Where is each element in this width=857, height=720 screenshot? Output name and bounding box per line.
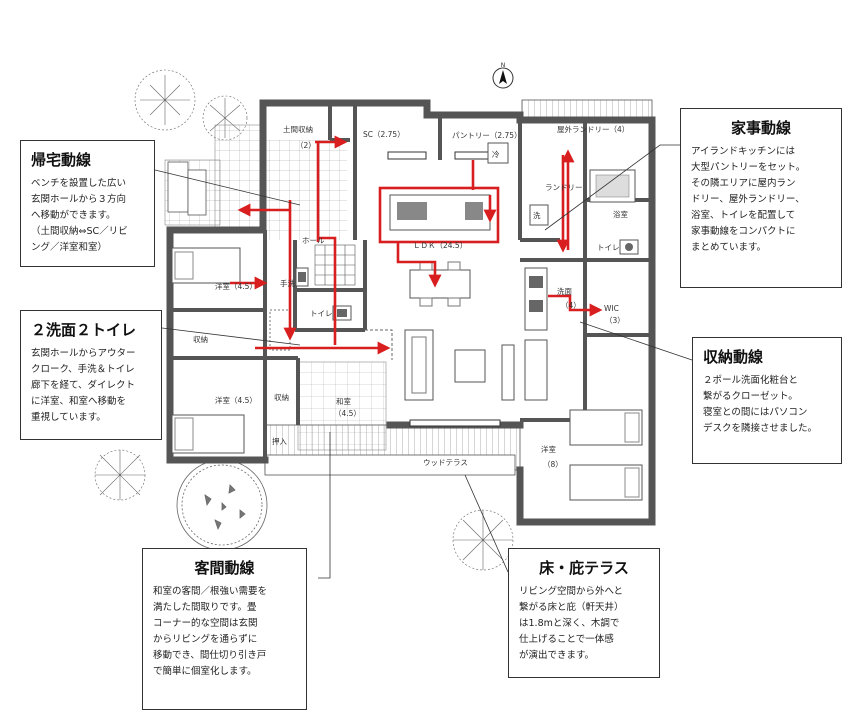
fridge [487, 142, 509, 164]
room-label-toilet-left: トイレ [310, 309, 333, 318]
callout-yuka-title: 床・庇テラス [539, 559, 629, 577]
room-label-doma: 土間収納 [283, 124, 313, 134]
north-arrow-icon: N [492, 62, 514, 89]
kitchen-flow-loop [378, 186, 500, 244]
tree-icon [94, 449, 146, 501]
tree-icon [452, 509, 514, 571]
beds [171, 247, 643, 501]
room-label-senmen-num: （4） [561, 301, 581, 310]
callout-kitaku-title: 帰宅動線 [31, 151, 92, 169]
room-label-rei: 冷 [492, 149, 500, 159]
tv-board [501, 344, 515, 401]
dining-table [409, 261, 471, 307]
callout-senmen-title: ２洗面２トイレ [31, 321, 137, 339]
tree-icon [176, 459, 268, 551]
room-label-shuno-2: 収納 [274, 392, 289, 402]
room-label-senmen: 洗面 [557, 286, 572, 296]
entrance-approach [164, 124, 264, 231]
flow-arrows [230, 135, 603, 355]
room-label-laundry-out: 屋外ランドリー（4） [557, 124, 629, 134]
room-label-ldk: ＬＤＫ（24.5） [413, 241, 467, 250]
washer [529, 204, 549, 226]
room-label-bath: 浴室 [613, 209, 628, 219]
callout-kitaku: 帰宅動線 ベンチを設置した広い 玄関ホールから３方向 へ移動ができます。 （土間… [20, 140, 155, 267]
desk [524, 339, 548, 401]
room-label-oshiire: 押入 [272, 436, 287, 446]
north-label: N [501, 62, 506, 69]
coffee-table [454, 349, 486, 383]
hand-wash-sink [295, 267, 309, 287]
callout-kyakuma: 客間動線 和室の客間／根強い需要を 満たした間取りです。畳 コーナー的な空間は玄… [142, 548, 307, 710]
hall-bench [269, 309, 291, 351]
sofa [404, 329, 434, 401]
toilet-fixture [619, 239, 639, 255]
room-label-laundry-in: ランドリー [545, 183, 583, 192]
genkan-floor [265, 140, 347, 240]
room-label-yoshitsu-big: 洋室 [541, 444, 556, 454]
callout-shuno-title: 収納動線 [703, 348, 764, 366]
tree-icon [134, 69, 196, 131]
windows [387, 151, 501, 427]
room-label-tesen: 手洗 [280, 278, 295, 288]
room-label-shuno-1: 収納 [193, 334, 208, 344]
callout-kyakuma-title: 客間動線 [194, 559, 255, 577]
callout-senmen-body: 玄関ホールからアウター クローク、手洗＆トイレ 廊下を経て、ダイレクト に洋室、… [31, 348, 136, 423]
room-labels: 土間収納 （2） SC（2.75） パントリー（2.75） 冷 屋外ランドリー（… [193, 124, 629, 469]
toilet-fixture [332, 305, 352, 321]
room-label-yoshitsu-2: 洋室（4.5） [215, 395, 257, 405]
callout-yuka-body: リビング空間から外へと 繋がる床と庇（軒天井） は1.8mと深く、木調で 仕上げ… [519, 586, 624, 661]
callout-kyakuma-body: 和室の客間／根強い需要を 満たした間取りです。畳 コーナー的な空間は玄関 からリ… [153, 586, 268, 677]
callout-shuno-body: ２ポール洗面化粧台と 繋がるクローゼット。 寝室との間にはパソコン デスクを隣接… [703, 375, 818, 434]
room-label-washitsu: 和室 [336, 396, 351, 406]
callout-kitaku-body: ベンチを設置した広い 玄関ホールから３方向 へ移動ができます。 （土間収納⇔SC… [31, 178, 128, 253]
room-label-wic-num: （3） [605, 316, 625, 325]
room-label-washitsu-num: （4.5） [334, 409, 361, 418]
callout-yuka: 床・庇テラス リビング空間から外へと 繋がる床と庇（軒天井） は1.8mと深く、… [508, 548, 660, 678]
callout-kaji-title: 家事動線 [730, 119, 791, 137]
room-label-toilet-right: トイレ [597, 243, 620, 252]
room-label-wood-terrace: ウッドテラス [423, 458, 468, 467]
wash-basin [524, 267, 548, 331]
callout-shuno: 収納動線 ２ポール洗面化粧台と 繋がるクローゼット。 寝室との間にはパソコン デ… [692, 337, 842, 464]
room-label-yoshitsu-1: 洋室（4.5） [215, 281, 257, 291]
room-label-yoshitsu-big-num: （8） [543, 460, 563, 469]
callout-senmen: ２洗面２トイレ 玄関ホールからアウター クローク、手洗＆トイレ 廊下を経て、ダイ… [20, 310, 162, 440]
room-label-doma-num: （2） [296, 141, 316, 150]
callout-kaji: 家事動線 アイランドキッチンには 大型パントリーをセット。 その隣エリアに屋内ラ… [680, 108, 842, 288]
sliding-partition [365, 329, 393, 360]
room-label-wash-small: 洗 [533, 210, 541, 220]
leader-lines [154, 144, 693, 579]
kitchen-island [389, 194, 491, 231]
callout-kaji-body: アイランドキッチンには 大型パントリーをセット。 その隣エリアに屋内ラン ドリー… [691, 146, 806, 253]
room-label-pantry: パントリー（2.75） [452, 131, 522, 140]
room-label-wic: WIC [604, 304, 619, 313]
room-label-sc: SC（2.75） [363, 130, 405, 139]
bathtub [589, 169, 636, 203]
room-label-hall: ホール [302, 236, 325, 245]
